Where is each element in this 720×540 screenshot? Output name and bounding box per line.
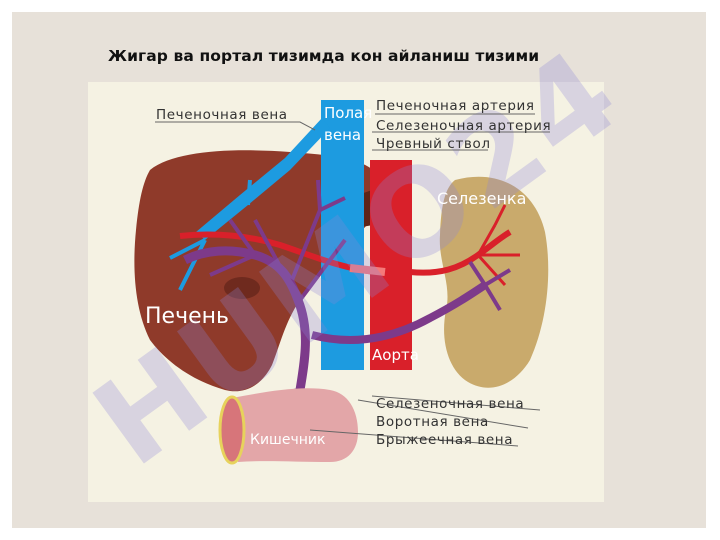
label-splenic-artery: Селезеночная артерия — [376, 118, 551, 134]
slide-title: Жигар ва портал тизимда кон айланиш тизи… — [108, 47, 540, 65]
label-hepatic-vein: Печеночная вена — [156, 107, 288, 123]
label-aorta: Аорта — [372, 346, 419, 364]
label-vena-cava-line1: Полая — [324, 104, 372, 122]
intestine-opening — [218, 395, 246, 465]
label-celiac-trunk: Чревный ствол — [376, 136, 491, 152]
portal-vein-branches — [209, 179, 512, 312]
splenic-vein-path — [310, 281, 488, 344]
vena-cava-tube — [321, 100, 364, 370]
leader-lines — [155, 113, 550, 447]
label-splenic-vein: Селезеночная вена — [376, 396, 524, 412]
celiac-trunk — [349, 264, 386, 276]
label-spleen: Селезенка — [437, 189, 526, 208]
hepatic-artery-path — [179, 231, 376, 275]
label-mesenteric-vein: Брыжеечная вена — [376, 432, 513, 448]
spleen-shape — [439, 176, 549, 388]
label-intestine: Кишечник — [250, 432, 325, 448]
splenic-artery-path — [409, 229, 512, 276]
hepatic-vein-trunk — [196, 118, 330, 240]
gallbladder — [224, 277, 260, 299]
label-portal-vein: Воротная вена — [376, 414, 489, 430]
label-hepatic-artery: Печеночная артерия — [376, 98, 535, 114]
label-liver: Печень — [145, 304, 229, 329]
label-vena-cava-line2: вена — [324, 126, 361, 144]
splenic-artery-branches — [476, 204, 520, 287]
intestine-shape — [232, 388, 358, 462]
hepatic-vein-branch — [169, 179, 252, 291]
